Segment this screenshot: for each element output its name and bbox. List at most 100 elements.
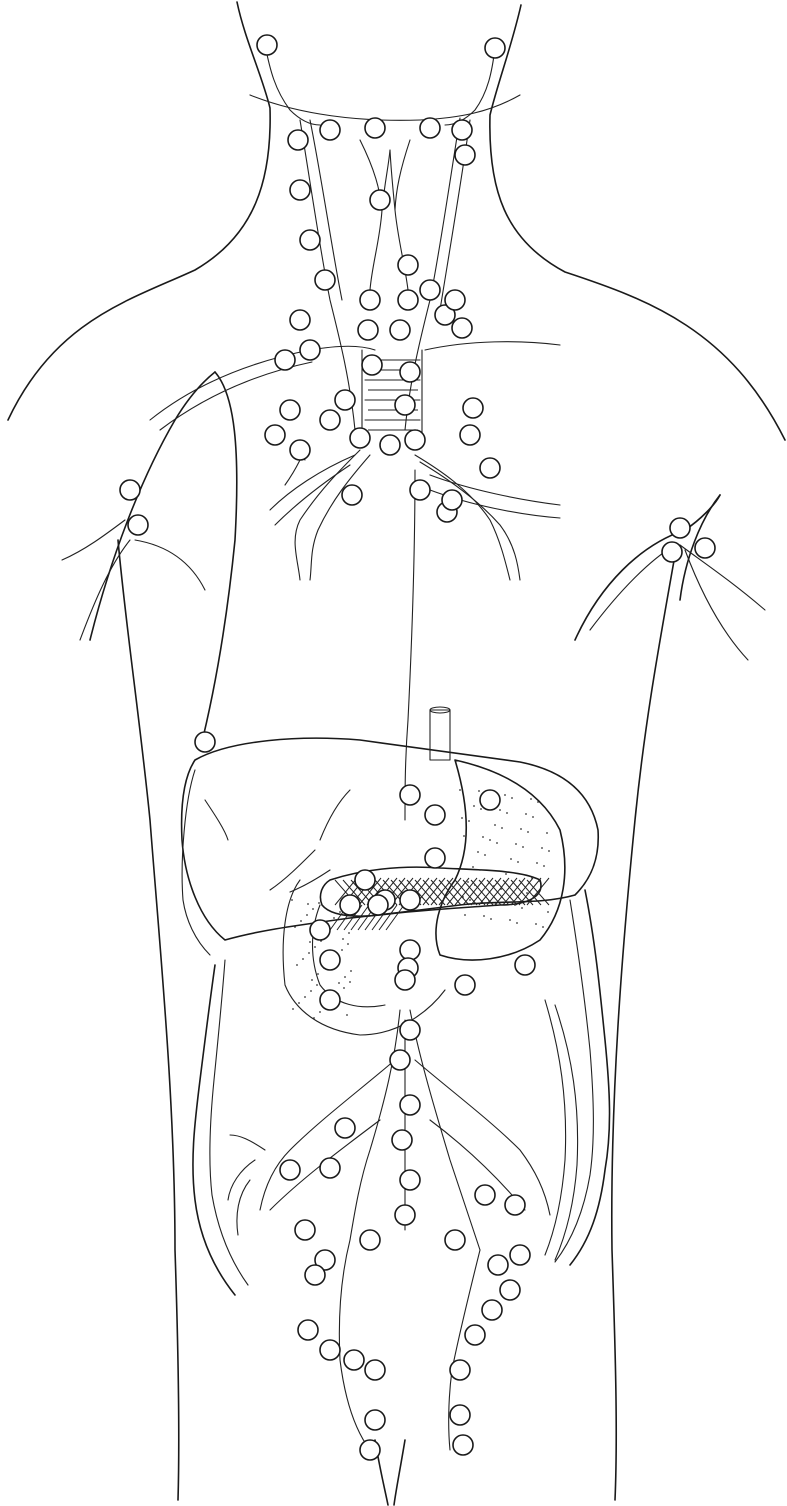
stipple-dot bbox=[536, 862, 538, 864]
lymph-node bbox=[344, 1350, 364, 1370]
lymph-node bbox=[455, 975, 475, 995]
lymph-node bbox=[500, 1280, 520, 1300]
lymph-node bbox=[275, 350, 295, 370]
stipple-dot bbox=[350, 970, 352, 972]
lymph-node bbox=[488, 1255, 508, 1275]
neck-vessels bbox=[265, 45, 495, 125]
stipple-dot bbox=[477, 851, 479, 853]
lymph-node bbox=[360, 290, 380, 310]
lymph-node bbox=[290, 310, 310, 330]
stipple-dot bbox=[493, 885, 495, 887]
lymph-node bbox=[257, 35, 277, 55]
stipple-dot bbox=[462, 896, 464, 898]
stipple-dot bbox=[341, 949, 343, 951]
lymph-node bbox=[480, 458, 500, 478]
lymph-node bbox=[368, 895, 388, 915]
stipple-dot bbox=[343, 987, 345, 989]
stipple-dot bbox=[509, 919, 511, 921]
lymph-node bbox=[452, 120, 472, 140]
left-inner-armpit bbox=[200, 372, 237, 750]
stipple-dot bbox=[517, 861, 519, 863]
stipple-dot bbox=[307, 903, 309, 905]
lymph-node bbox=[390, 1050, 410, 1070]
stipple-dot bbox=[543, 865, 545, 867]
lymph-node bbox=[360, 1230, 380, 1250]
stipple-dot bbox=[309, 941, 311, 943]
stipple-dot bbox=[298, 1002, 300, 1004]
stipple-dot bbox=[291, 899, 293, 901]
stipple-dot bbox=[537, 801, 539, 803]
stipple-dot bbox=[510, 858, 512, 860]
lymph-node bbox=[695, 538, 715, 558]
stipple-dot bbox=[461, 817, 463, 819]
lymph-node bbox=[295, 1220, 315, 1240]
stipple-dot bbox=[469, 899, 471, 901]
lymph-node bbox=[350, 428, 370, 448]
stipple-dot bbox=[318, 902, 320, 904]
lymph-node bbox=[510, 1245, 530, 1265]
lymph-node bbox=[405, 430, 425, 450]
lymph-node bbox=[298, 1320, 318, 1340]
stipple-dot bbox=[467, 881, 469, 883]
lymph-node bbox=[410, 480, 430, 500]
lymph-node bbox=[392, 1130, 412, 1150]
stipple-dot bbox=[520, 828, 522, 830]
neck-left-outline bbox=[8, 2, 270, 420]
stipple-dot bbox=[310, 990, 312, 992]
stipple-dot bbox=[347, 943, 349, 945]
stipple-dot bbox=[542, 926, 544, 928]
stipple-dot bbox=[314, 946, 316, 948]
lymph-node bbox=[450, 1405, 470, 1425]
lymph-node bbox=[305, 1265, 325, 1285]
lymph-node bbox=[442, 490, 462, 510]
stomach-outline bbox=[436, 760, 565, 960]
stipple-dot bbox=[506, 812, 508, 814]
lymph-node bbox=[365, 118, 385, 138]
lymph-node bbox=[360, 1440, 380, 1460]
groin-right bbox=[394, 1440, 405, 1505]
stipple-dot bbox=[292, 1008, 294, 1010]
lymph-node bbox=[400, 1020, 420, 1040]
stipple-dot bbox=[515, 843, 517, 845]
stipple-dot bbox=[489, 839, 491, 841]
stipple-dot bbox=[490, 918, 492, 920]
stipple-dot bbox=[464, 914, 466, 916]
lymph-node bbox=[320, 120, 340, 140]
stipple-dot bbox=[483, 915, 485, 917]
lymph-node bbox=[320, 1158, 340, 1178]
stipple-dot bbox=[522, 846, 524, 848]
stipple-dot bbox=[500, 888, 502, 890]
stipple-dot bbox=[302, 958, 304, 960]
lymph-node bbox=[453, 1435, 473, 1455]
stipple-dot bbox=[516, 922, 518, 924]
lymph-node bbox=[280, 1160, 300, 1180]
right-torso-side bbox=[612, 555, 675, 1500]
stipple-dot bbox=[546, 832, 548, 834]
lymph-node bbox=[395, 395, 415, 415]
lymph-node bbox=[340, 895, 360, 915]
stipple-dot bbox=[319, 1011, 321, 1013]
lymph-node bbox=[450, 1360, 470, 1380]
lymph-node bbox=[400, 1095, 420, 1115]
stipple-dot bbox=[521, 907, 523, 909]
lymph-node bbox=[365, 1410, 385, 1430]
lymph-node bbox=[320, 1340, 340, 1360]
lymph-node bbox=[455, 145, 475, 165]
stipple-dot bbox=[538, 880, 540, 882]
stipple-dot bbox=[346, 1014, 348, 1016]
lymph-node bbox=[342, 485, 362, 505]
stipple-dot bbox=[488, 900, 490, 902]
stipple-dot bbox=[547, 911, 549, 913]
stipple-dot bbox=[527, 831, 529, 833]
body-outline bbox=[8, 2, 785, 1505]
lymph-node bbox=[420, 118, 440, 138]
lymph-node bbox=[310, 920, 330, 940]
clavicle-line bbox=[250, 95, 520, 120]
lymph-node bbox=[395, 1205, 415, 1225]
lymph-node bbox=[515, 955, 535, 975]
lymph-node bbox=[480, 790, 500, 810]
stipple-dot bbox=[548, 850, 550, 852]
stipple-dot bbox=[463, 835, 465, 837]
stipple-dot bbox=[514, 904, 516, 906]
